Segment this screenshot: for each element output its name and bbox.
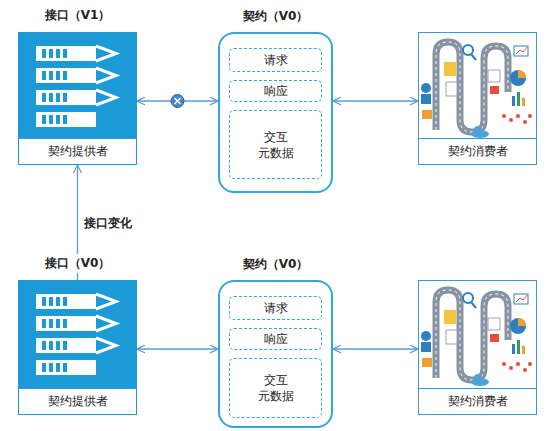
part-label: 交互 元数据 xyxy=(250,372,302,404)
part-label: 响应 xyxy=(264,83,288,99)
part-label: 交互 元数据 xyxy=(250,129,302,161)
consumer-illustration xyxy=(421,42,532,138)
box-heading: 契约（V0） xyxy=(239,255,313,274)
consumer-illustration xyxy=(421,290,532,386)
provider-box: 接口（V0）契约提供者 xyxy=(18,280,137,415)
contract-part-box: 交互 元数据 xyxy=(229,110,322,179)
contract-part-box: 请求 xyxy=(229,296,322,320)
connector-arrow xyxy=(333,100,418,101)
part-label: 响应 xyxy=(264,331,288,347)
connector-arrow xyxy=(333,348,418,349)
box-footer-label: 契约提供者 xyxy=(19,138,136,164)
connector-arrow xyxy=(137,348,218,349)
contract-part-box: 响应 xyxy=(229,328,322,350)
contract-part-box: 请求 xyxy=(229,48,322,72)
contract-box: 契约（V0）请求响应交互 元数据 xyxy=(218,32,333,193)
box-footer-label: 契约消费者 xyxy=(419,388,536,414)
server-icon xyxy=(36,294,116,375)
part-label: 请求 xyxy=(264,300,288,316)
server-icon xyxy=(36,46,116,127)
box-heading: 接口（V1） xyxy=(41,6,115,25)
broken-link-symbol xyxy=(171,95,184,108)
part-label: 请求 xyxy=(264,52,288,68)
consumer-box: 契约消费者 xyxy=(418,280,537,415)
box-footer-label: 契约提供者 xyxy=(19,388,136,414)
consumer-box: 契约消费者 xyxy=(418,32,537,165)
contract-part-box: 交互 元数据 xyxy=(229,358,322,418)
edge-label: 接口变化 xyxy=(84,215,132,232)
box-footer-label: 契约消费者 xyxy=(419,138,536,164)
box-heading: 契约（V0） xyxy=(239,7,313,26)
contract-part-box: 响应 xyxy=(229,80,322,102)
box-heading: 接口（V0） xyxy=(41,254,115,273)
contract-box: 契约（V0）请求响应交互 元数据 xyxy=(218,280,333,428)
provider-box: 接口（V1）契约提供者 xyxy=(18,32,137,165)
connector-arrow xyxy=(137,100,218,101)
